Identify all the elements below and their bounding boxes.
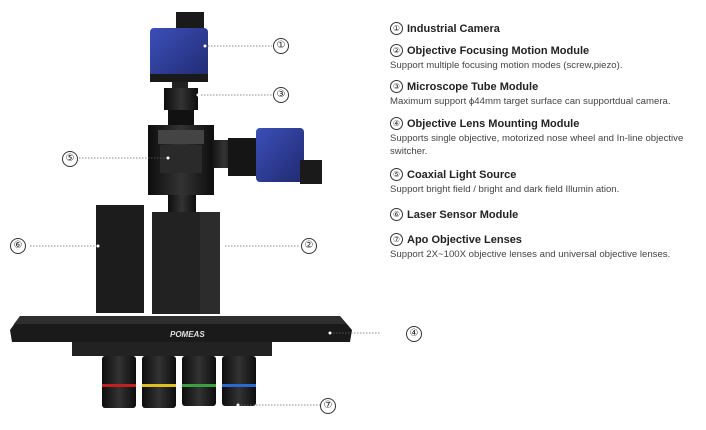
microscope-tube [164, 88, 198, 128]
callout-5: ⑤ [62, 151, 78, 167]
spec-description: Support multiple focusing motion modes (… [390, 60, 623, 71]
mounting-plate: POMEAS [10, 316, 352, 342]
spec-description: Support 2X~100X objective lenses and uni… [390, 249, 671, 260]
coaxial-body [148, 125, 238, 195]
leader-lines [30, 45, 380, 406]
lens-holder [72, 342, 272, 356]
laser-sensor-block [96, 205, 144, 313]
objective-lens [142, 356, 176, 408]
spec-description: Maximum support ϕ44mm target surface can… [390, 96, 671, 107]
spec-description: Supports single objective, motorized nos… [390, 133, 684, 157]
callout-2: ② [301, 238, 317, 254]
objective-lenses [102, 356, 256, 408]
spec-title: Objective Lens Mounting Module [407, 118, 580, 130]
spec-title: Industrial Camera [407, 23, 500, 35]
callout-1: ① [273, 38, 289, 54]
objective-lens [222, 356, 256, 406]
spec-description: Support bright field / bright and dark f… [390, 184, 620, 195]
callout-3: ③ [273, 87, 289, 103]
spec-title: Microscope Tube Module [407, 81, 539, 93]
spec-title: Laser Sensor Module [407, 209, 519, 221]
spec-title: Objective Focusing Motion Module [407, 45, 590, 57]
brand-logo: POMEAS [170, 330, 205, 339]
spec-title: Coaxial Light Source [407, 169, 517, 181]
spec-title: Apo Objective Lenses [407, 234, 522, 246]
top-camera [150, 12, 208, 92]
objective-lens [102, 356, 136, 408]
callout-4: ④ [406, 326, 422, 342]
callout-7: ⑦ [320, 398, 336, 414]
callout-6: ⑥ [10, 238, 26, 254]
objective-lens [182, 356, 216, 406]
microscope-illustration: POMEAS [10, 12, 380, 408]
side-camera [228, 128, 322, 184]
